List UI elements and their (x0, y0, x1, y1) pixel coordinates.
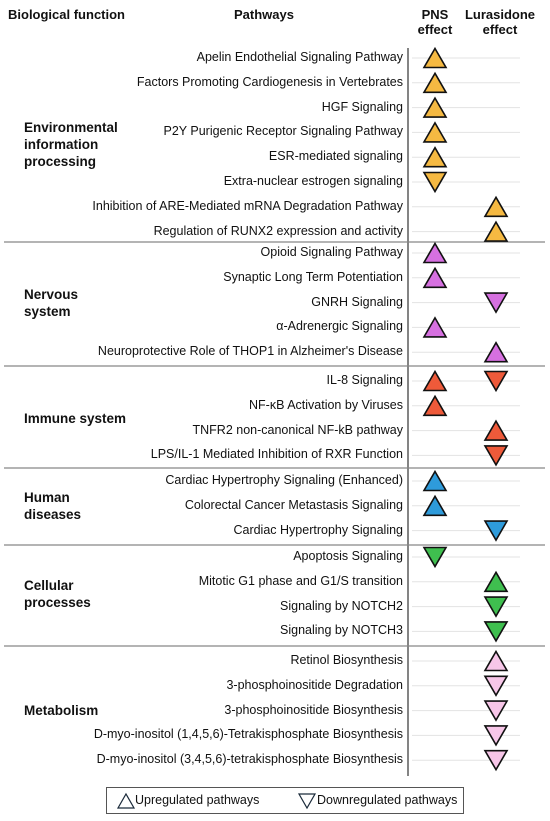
lurasidone-up-triangle-icon (483, 341, 509, 363)
lurasidone-down-triangle-icon (483, 520, 509, 542)
group-label: Metabolism (24, 702, 134, 719)
pns-up-triangle-icon (422, 469, 448, 492)
pathway-label: Mitotic G1 phase and G1/S transition (198, 573, 403, 588)
lurasidone-down-triangle-icon (483, 621, 509, 643)
pathway-label: Apelin Endothelial Signaling Pathway (196, 50, 403, 64)
pathway-label: Signaling by NOTCH3 (280, 623, 403, 638)
pathway-label: IL-8 Signaling (326, 373, 403, 387)
pathway-label: LPS/IL-1 Mediated Inhibition of RXR Func… (150, 447, 403, 462)
lurasidone-down-triangle-icon (483, 445, 509, 467)
group-label-line: system (24, 303, 71, 319)
pns-up-triangle-icon (422, 71, 448, 94)
pathway-label: Opioid Signaling Pathway (260, 245, 403, 259)
lurasidone-down-triangle-icon (483, 370, 509, 393)
legend-up-label: Upregulated pathways (135, 793, 260, 807)
pns-up-triangle-icon (422, 394, 448, 417)
group-label-line: Metabolism (24, 703, 99, 719)
pathway-label: P2Y Purigenic Receptor Signaling Pathway (163, 124, 404, 139)
pathway-label: Colorectal Cancer Metastasis Signaling (184, 497, 403, 512)
pns-up-triangle-icon (422, 494, 448, 517)
pathway-label: 3-phosphoinositide Degradation (226, 677, 403, 692)
header-biological-function: Biological function (8, 7, 125, 22)
header-lurasidone-effect: Lurasidone effect (462, 7, 538, 37)
header-pns-effect: PNS effect (412, 7, 458, 37)
header-pathways: Pathways (234, 7, 294, 22)
pns-up-triangle-icon (422, 266, 448, 289)
group-label-line: Human (24, 489, 70, 505)
legend-down-triangle-icon (297, 793, 317, 810)
pathway-label: Retinol Biosynthesis (290, 653, 403, 667)
group-label-line: Nervous (24, 286, 79, 302)
pathway-label: Regulation of RUNX2 expression and activ… (153, 223, 403, 238)
lurasidone-up-triangle-icon (483, 195, 509, 218)
lurasidone-up-triangle-icon (483, 649, 509, 672)
lurasidone-up-triangle-icon (483, 419, 509, 441)
header-pns-line2: effect (417, 22, 453, 37)
pathway-label: ESR-mediated signaling (268, 149, 403, 164)
lurasidone-down-triangle-icon (483, 292, 509, 314)
pathway-label: α-Adrenergic Signaling (276, 319, 403, 334)
pns-up-triangle-icon (422, 146, 448, 168)
pathway-label: Apoptosis Signaling (293, 549, 403, 563)
lurasidone-down-triangle-icon (483, 725, 509, 747)
pns-up-triangle-icon (422, 46, 448, 69)
pns-up-triangle-icon (422, 121, 448, 143)
pathway-label: NF-κB Activation by Viruses (249, 397, 403, 412)
pathway-label: Cardiac Hypertrophy Signaling (233, 522, 403, 537)
pathway-label: Inhibition of ARE-Mediated mRNA Degradat… (92, 198, 403, 213)
lurasidone-up-triangle-icon (483, 220, 509, 242)
header-lurasidone-line2: effect (482, 22, 518, 37)
lurasidone-down-triangle-icon (483, 596, 509, 618)
pathway-label: GNRH Signaling (311, 294, 403, 309)
pathway-label: D-myo-inositol (3,4,5,6)-tetrakisphospha… (96, 752, 403, 767)
pathway-label: Signaling by NOTCH2 (280, 598, 403, 613)
group-label-line: diseases (24, 506, 82, 522)
legend: Upregulated pathways Downregulated pathw… (106, 787, 464, 814)
pathway-label: HGF Signaling (321, 99, 403, 114)
pathway-label: TNFR2 non-canonical NF-kB pathway (192, 422, 404, 437)
group-label-line: Cellular (24, 578, 74, 594)
header-lurasidone-line1: Lurasidone (464, 7, 536, 22)
pns-up-triangle-icon (422, 369, 448, 392)
pathway-label: Extra-nuclear estrogen signaling (223, 174, 403, 188)
pns-down-triangle-icon (422, 171, 448, 194)
pathway-label: Neuroprotective Role of THOP1 in Alzheim… (97, 344, 403, 359)
legend-icons (116, 792, 317, 810)
lurasidone-down-triangle-icon (483, 700, 509, 722)
group-label: Immune system (24, 410, 134, 427)
pathway-label: 3-phosphoinositide Biosynthesis (224, 702, 403, 717)
pns-down-triangle-icon (422, 546, 448, 569)
lurasidone-up-triangle-icon (483, 570, 509, 593)
pathway-label: Cardiac Hypertrophy Signaling (Enhanced) (165, 473, 403, 487)
pathway-label: Factors Promoting Cardiogenesis in Verte… (136, 74, 403, 89)
group-label-line: Environmental (24, 120, 118, 136)
pns-up-triangle-icon (422, 241, 448, 264)
pathway-label: D-myo-inositol (1,4,5,6)-Tetrakisphospha… (93, 727, 403, 742)
lurasidone-down-triangle-icon (483, 749, 509, 772)
legend-down-label: Downregulated pathways (317, 793, 458, 807)
group-label-line: Immune system (24, 410, 127, 426)
pns-up-triangle-icon (422, 316, 448, 338)
group-label-line: information (24, 137, 99, 153)
pathway-label: Synaptic Long Term Potentiation (223, 269, 403, 284)
pns-up-triangle-icon (422, 96, 448, 118)
header-pns-line1: PNS (421, 7, 449, 22)
group-label-line: processing (24, 154, 97, 170)
legend-up-triangle-icon (116, 792, 136, 809)
group-label-line: processes (24, 595, 91, 611)
lurasidone-down-triangle-icon (483, 675, 509, 697)
